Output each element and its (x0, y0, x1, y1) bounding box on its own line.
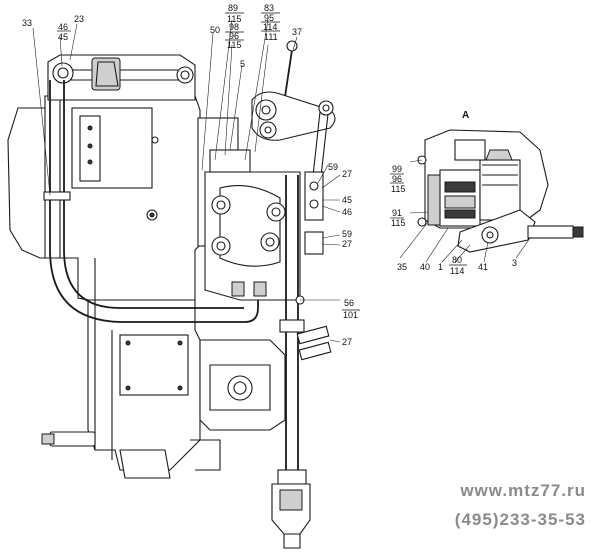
callout-labels: 33 46 45 23 50 89 115 98 96 115 5 83 95 … (22, 3, 517, 347)
label-114-a: 114 (263, 22, 277, 32)
label-5: 5 (240, 59, 245, 69)
leader-lines (32, 19, 531, 343)
label-56: 56 (344, 298, 354, 308)
label-89: 89 (228, 3, 238, 13)
label-59-b: 59 (342, 229, 352, 239)
label-27-a: 27 (342, 169, 352, 179)
label-59-a: 59 (328, 162, 338, 172)
label-101: 101 (343, 310, 358, 320)
label-111: 111 (264, 32, 278, 42)
label-23: 23 (74, 14, 84, 24)
label-98: 98 (229, 22, 239, 32)
watermark-url: www.mtz77.ru (460, 481, 586, 500)
label-45-b: 45 (342, 195, 352, 205)
label-45: 45 (58, 32, 68, 42)
label-115-a: 115 (227, 14, 241, 24)
fraction-bars (57, 12, 467, 311)
label-35: 35 (397, 262, 407, 272)
label-115-d: 115 (391, 218, 405, 228)
label-46: 46 (58, 22, 68, 32)
label-95: 95 (264, 13, 274, 23)
label-80: 80 (452, 255, 462, 265)
hose (271, 175, 311, 549)
label-96-b: 96 (392, 174, 402, 184)
fitting (295, 295, 332, 361)
label-3: 3 (512, 258, 517, 268)
label-27-b: 27 (342, 239, 352, 249)
label-46-b: 46 (342, 207, 352, 217)
label-96-a: 96 (229, 31, 239, 41)
label-115-c: 115 (391, 184, 405, 194)
label-115-b: 115 (227, 40, 241, 50)
label-83: 83 (264, 3, 274, 13)
watermark-phone: (495)233-35-53 (454, 510, 586, 529)
label-40: 40 (420, 262, 430, 272)
label-33: 33 (22, 18, 32, 28)
label-99: 99 (392, 164, 402, 174)
label-50: 50 (210, 25, 220, 35)
label-37: 37 (292, 27, 302, 37)
label-1: 1 (438, 262, 443, 272)
detail-view-a (417, 129, 584, 253)
label-91: 91 (392, 208, 402, 218)
oil-pipe (43, 80, 259, 323)
label-114-b: 114 (450, 266, 464, 276)
gearbox-housing (7, 54, 286, 479)
label-41: 41 (478, 262, 488, 272)
label-27-c: 27 (342, 337, 352, 347)
valve-block (197, 117, 301, 301)
label-view-a: A (462, 110, 469, 121)
